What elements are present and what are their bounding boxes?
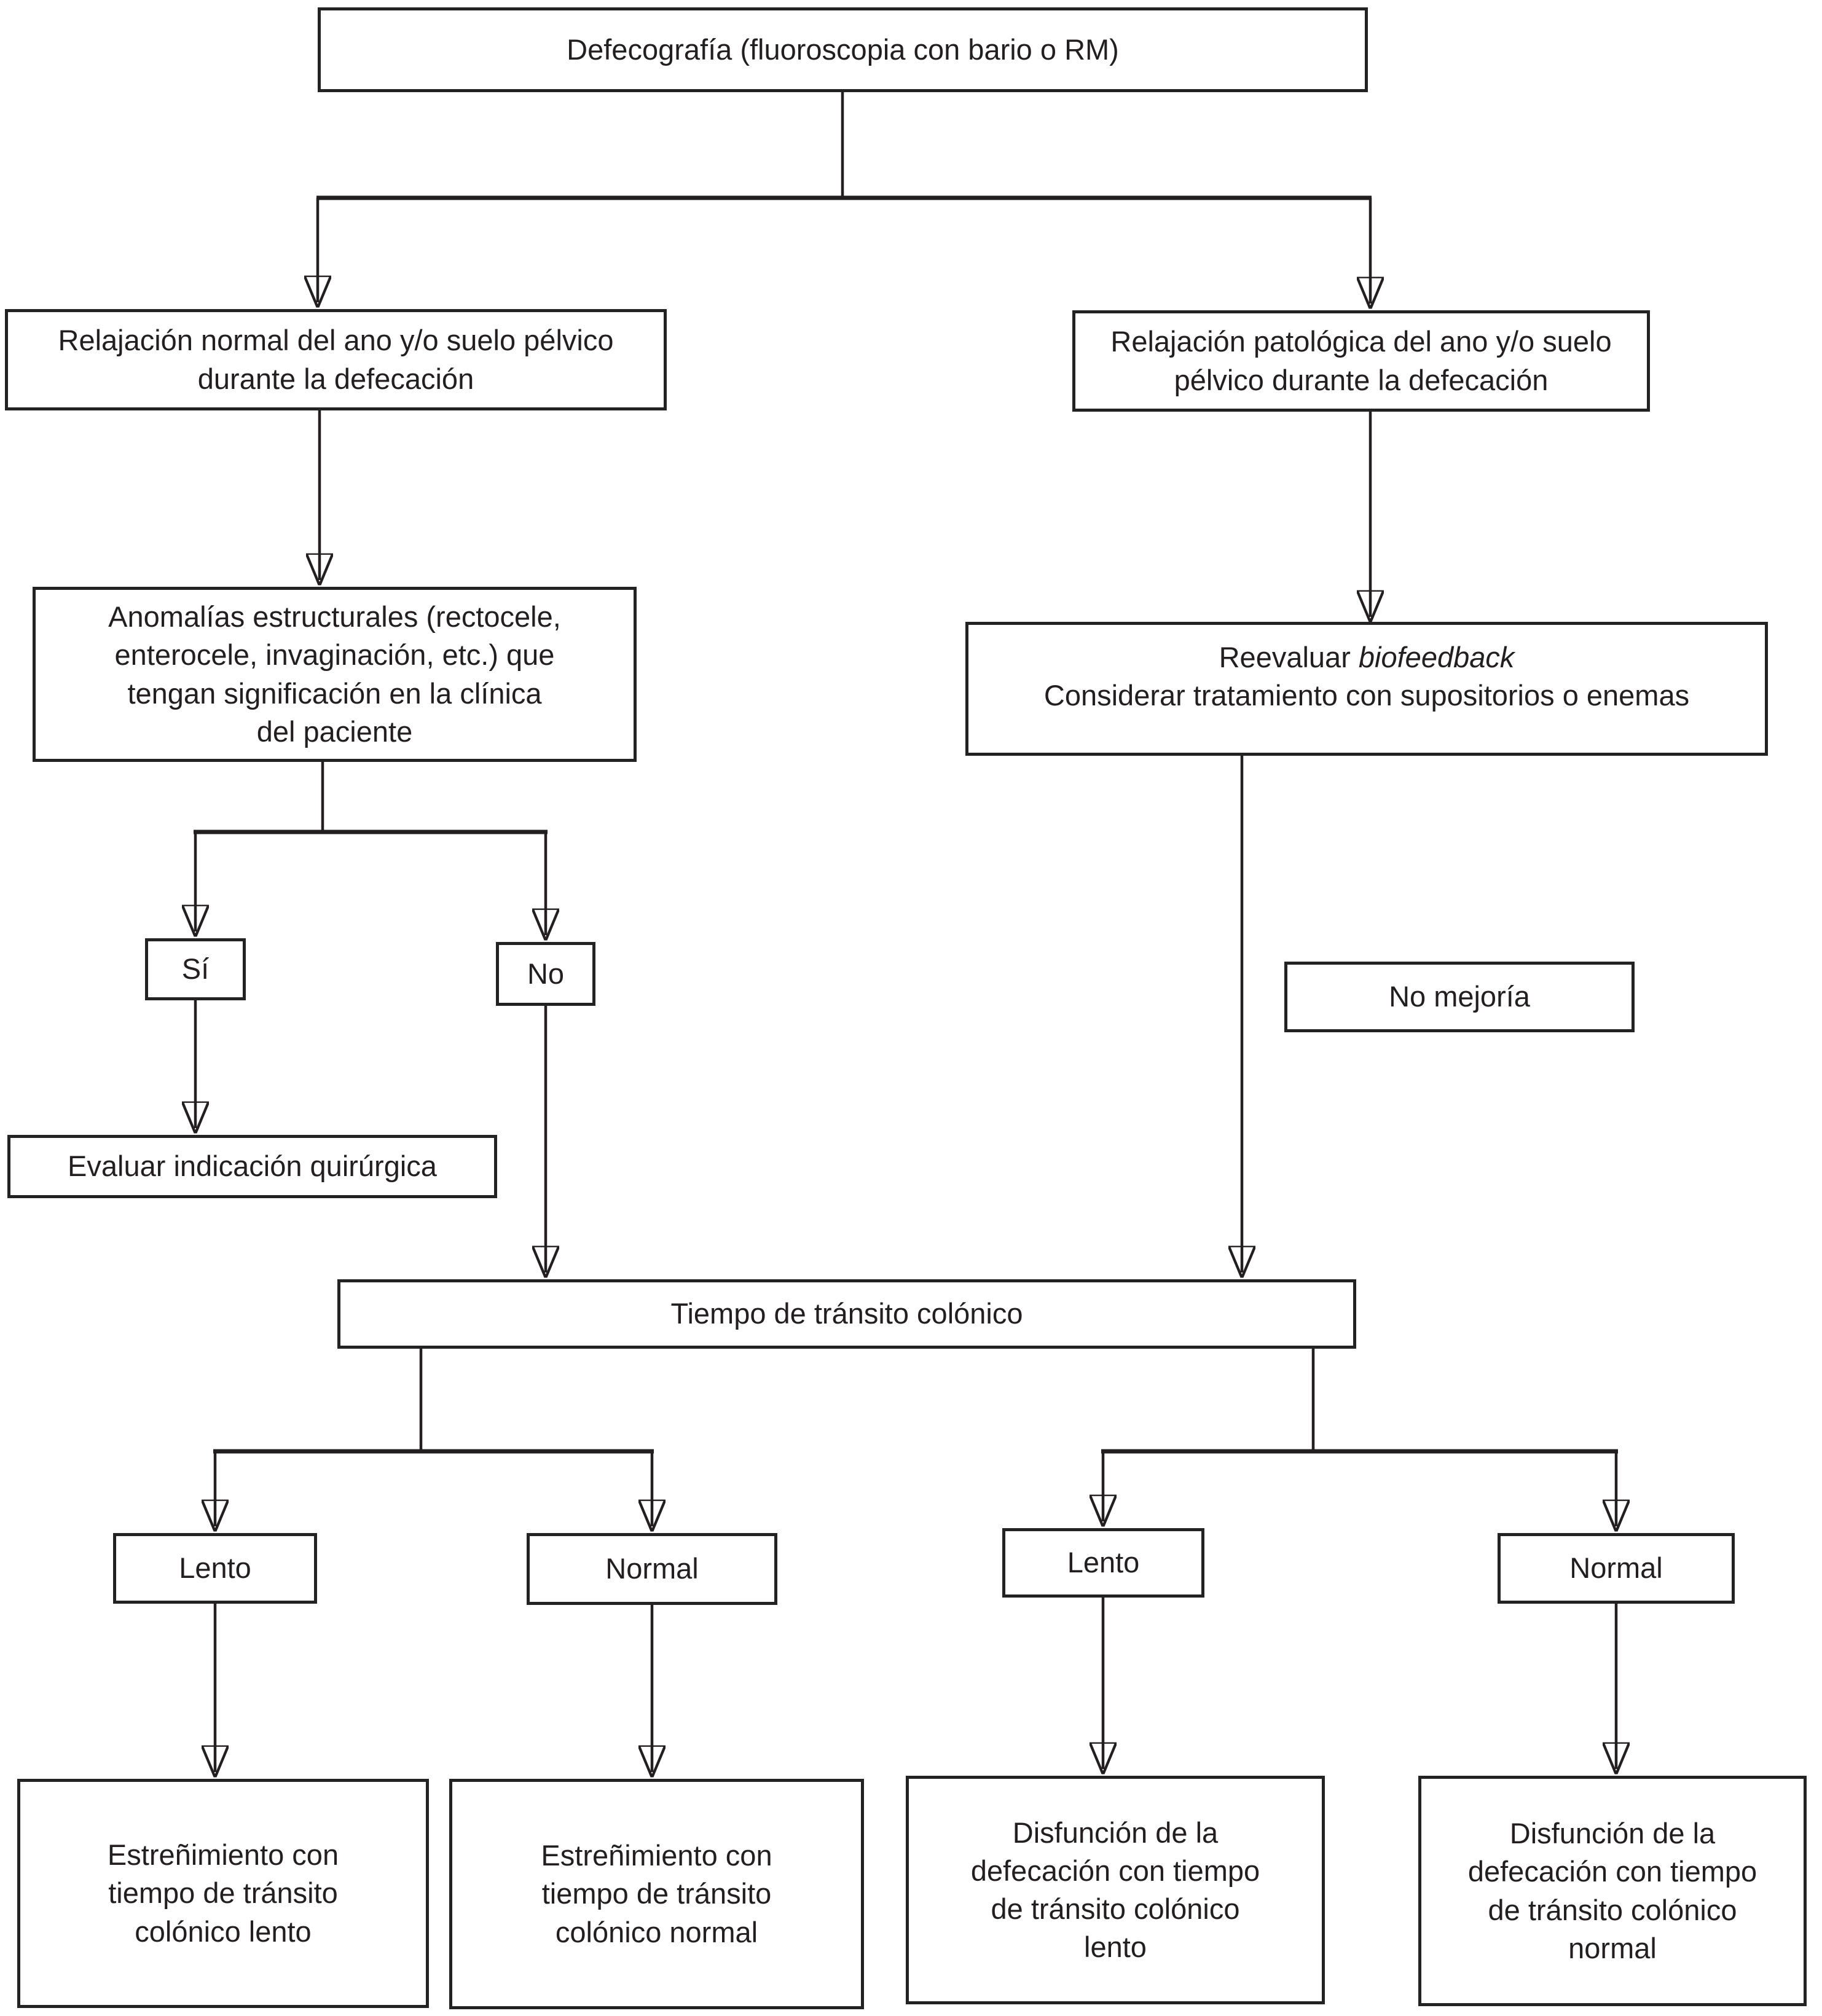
node-reevaluar-biofeedback: Reevaluar biofeedback Considerar tratami… (965, 622, 1768, 756)
node-tiempo-transito-colonico: Tiempo de tránsito colónico (337, 1279, 1356, 1349)
biofeedback-italic: biofeedback (1358, 641, 1515, 673)
node-si: Sí (145, 938, 246, 1000)
node-anomalias-estructurales: Anomalías estructurales (rectocele, ente… (33, 587, 637, 762)
node-relajacion-patologica: Relajación patológica del ano y/o suelo … (1072, 310, 1650, 412)
node-no-mejoria: No mejoría (1284, 962, 1635, 1032)
node-disfuncion-transito-lento: Disfunción de la defecación con tiempo d… (906, 1776, 1325, 2004)
node-lento-derecha: Lento (1002, 1528, 1204, 1598)
node-normal-izquierda: Normal (527, 1533, 777, 1605)
node-defecografia: Defecografía (fluoroscopia con bario o R… (318, 7, 1368, 92)
node-estrenimiento-transito-lento: Estreñimiento con tiempo de tránsito col… (17, 1779, 429, 2008)
node-lento-izquierda: Lento (113, 1533, 317, 1604)
node-disfuncion-transito-normal: Disfunción de la defecación con tiempo d… (1418, 1776, 1807, 2006)
node-normal-derecha: Normal (1498, 1533, 1735, 1604)
node-estrenimiento-transito-normal: Estreñimiento con tiempo de tránsito col… (449, 1779, 864, 2009)
node-relajacion-normal: Relajación normal del ano y/o suelo pélv… (5, 309, 667, 410)
node-evaluar-indicacion-quirurgica: Evaluar indicación quirúrgica (7, 1135, 497, 1198)
reevaluar-line2: Considerar tratamiento con supositorios … (1043, 679, 1690, 712)
node-no: No (496, 942, 595, 1006)
reevaluar-line1: Reevaluar biofeedback (1219, 641, 1515, 673)
